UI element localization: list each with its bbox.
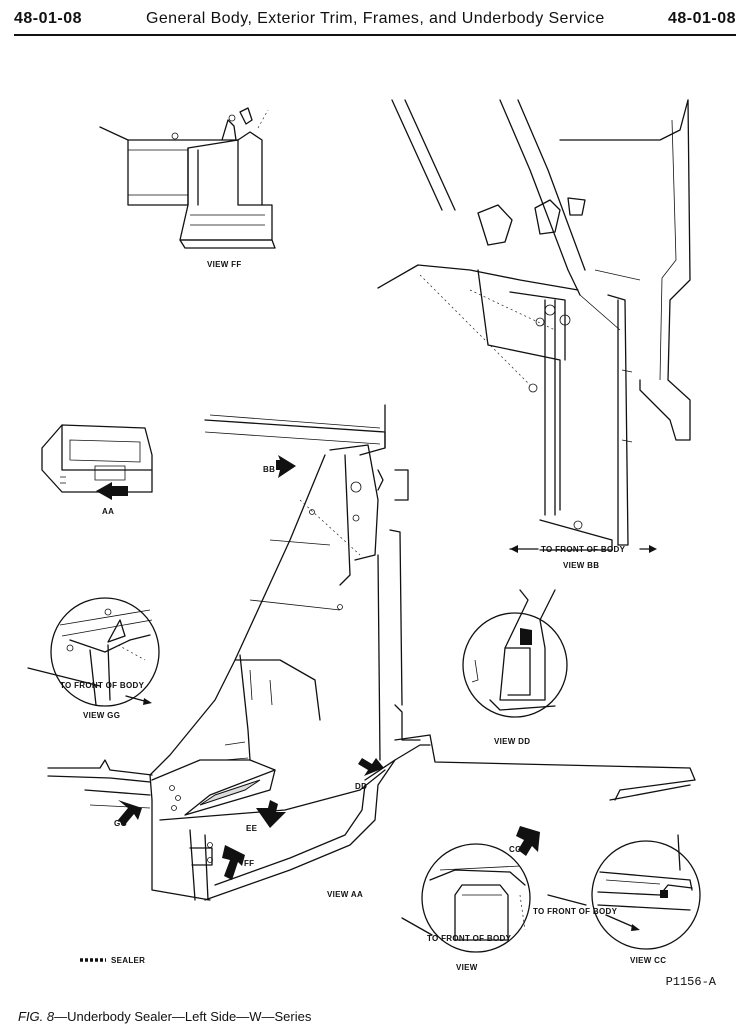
view-cc-label: VIEW CC — [630, 956, 666, 965]
page-header: 48-01-08 General Body, Exterior Trim, Fr… — [0, 0, 750, 36]
view-label: VIEW — [456, 963, 478, 972]
aa-label: AA — [102, 507, 114, 516]
gg-leader-line — [27, 667, 101, 687]
aa-arrow — [96, 482, 128, 500]
view-illustration — [421, 843, 531, 953]
to-front-label-bb: TO FRONT OF BODY — [541, 545, 626, 554]
view-gg-label: VIEW GG — [83, 711, 120, 720]
view-bb-illustration — [377, 99, 691, 551]
view-ff-illustration — [99, 107, 276, 249]
cc-label: CC — [509, 845, 521, 854]
cc-arrow — [516, 826, 540, 856]
illustration-reference: P1156-A — [665, 975, 716, 989]
view-cc-illustration — [591, 834, 701, 950]
cc-front-arrow-head — [631, 924, 640, 931]
to-front-label-gg: TO FRONT OF BODY — [60, 681, 145, 690]
dd-label: DD — [355, 782, 367, 791]
figure-caption-text: —Underbody Sealer—Left Side—W—Series — [54, 1009, 312, 1024]
aa-box-illustration — [41, 424, 153, 493]
figure-caption: FIG. 8—Underbody Sealer—Left Side—W—Seri… — [18, 1009, 311, 1024]
view-aa-label: VIEW AA — [327, 890, 363, 899]
dd-arrow — [358, 758, 384, 776]
cc-leader-line — [547, 894, 587, 906]
view-dd-illustration — [462, 589, 568, 718]
bb-arrow — [276, 455, 296, 478]
gg-front-arrow-head — [143, 698, 152, 705]
to-front-arrow-bb — [509, 545, 657, 553]
underbody-sealer-diagram: VIEW FF TO FRONT OF BODY VIEW BB — [27, 99, 701, 972]
page-number-left: 48-01-08 — [14, 10, 83, 27]
section-title: General Body, Exterior Trim, Frames, and… — [146, 10, 605, 27]
page-number-right: 48-01-08 — [667, 10, 736, 27]
view-leader-line — [401, 917, 433, 936]
ee-label: EE — [246, 824, 258, 833]
sealer-label: SEALER — [111, 956, 145, 965]
view-bb-label: VIEW BB — [563, 561, 599, 570]
ff-arrow — [222, 845, 245, 880]
gg-label: GG — [114, 819, 127, 828]
ff-label: FF — [244, 859, 254, 868]
to-front-label-cc: TO FRONT OF BODY — [533, 907, 618, 916]
header-rule — [14, 34, 736, 36]
bb-label: BB — [263, 465, 275, 474]
figure-number: FIG. 8 — [18, 1009, 55, 1024]
main-assembly-illustration — [47, 404, 696, 901]
view-ff-label: VIEW FF — [207, 260, 242, 269]
view-gg-illustration — [50, 597, 160, 707]
cc-front-arrow — [605, 914, 637, 929]
ee-arrow — [256, 800, 286, 828]
to-front-label-view: TO FRONT OF BODY — [427, 934, 512, 943]
gg-arrow — [118, 800, 142, 826]
view-dd-label: VIEW DD — [494, 737, 530, 746]
